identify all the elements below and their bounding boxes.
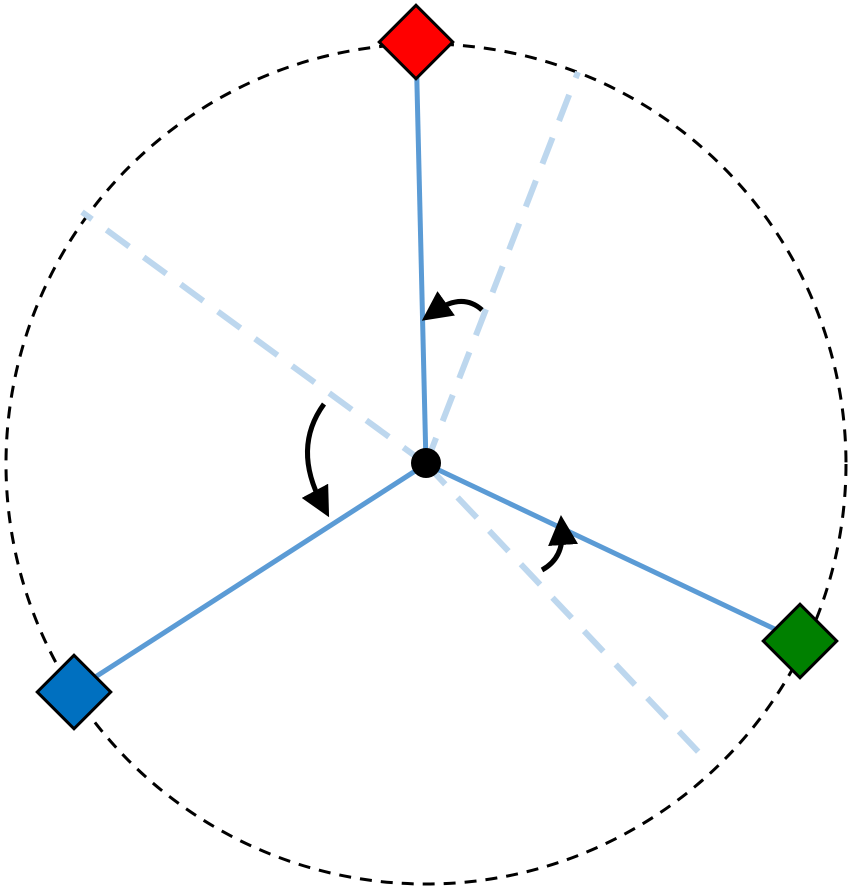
rotation-arrow-right	[540, 515, 579, 573]
blue-marker	[35, 653, 113, 731]
green-marker	[761, 602, 839, 680]
previous-spoke-upper-right	[423, 70, 581, 466]
spoke-to-blue	[70, 461, 428, 695]
rotation-arrow-top	[421, 291, 484, 321]
red-marker	[377, 3, 455, 81]
center-hub	[411, 448, 441, 478]
spoke-to-green	[424, 461, 802, 644]
rotation-arrow-left	[301, 402, 330, 518]
previous-spoke-upper-left	[80, 209, 428, 467]
previous-spoke-lower-right	[423, 461, 711, 765]
spoke-to-red	[413, 43, 429, 465]
